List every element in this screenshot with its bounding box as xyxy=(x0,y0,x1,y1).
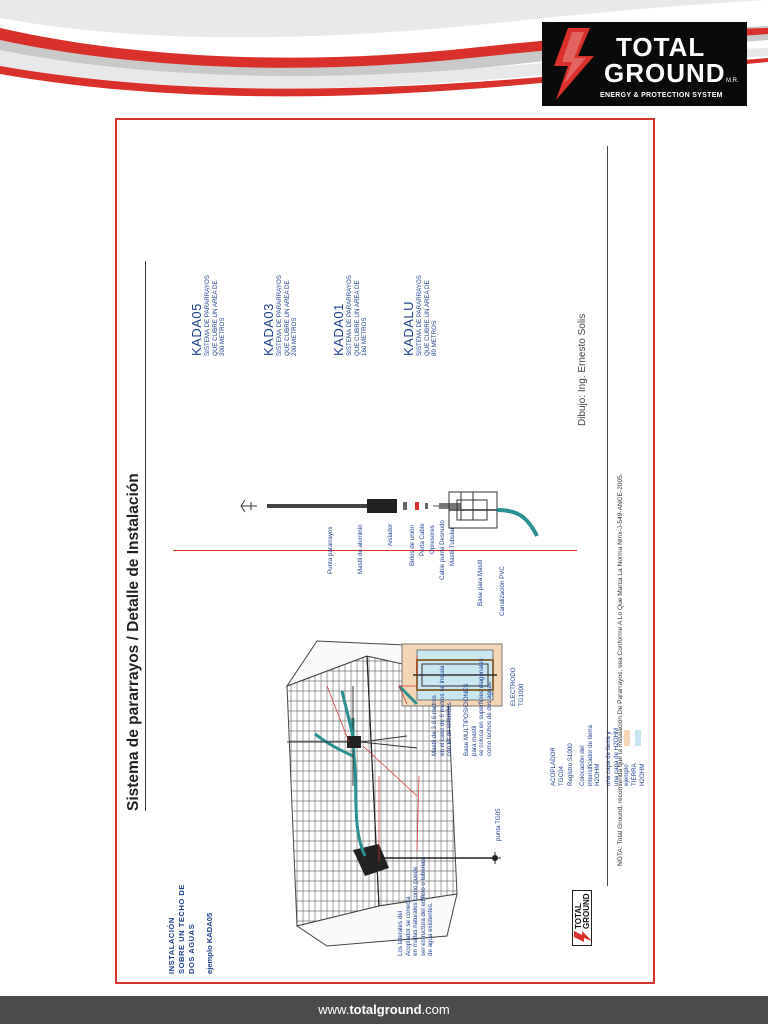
model-line: QUE CUBRE UN AREA DE xyxy=(423,280,431,356)
sheet-brand-stamp: TOTAL GROUND xyxy=(572,890,592,946)
model-line: 80 METROS xyxy=(431,320,439,356)
model-name: KADA05 xyxy=(189,303,204,356)
part-label-tubular: Mástil Tubular xyxy=(449,527,456,566)
colocacion-line: H2OHM xyxy=(594,763,602,786)
parts-diagram xyxy=(240,491,474,521)
brand-name-line2: GROUND xyxy=(604,58,726,88)
brand-bolt-icon xyxy=(554,28,594,100)
footer-bar: www.totalground.com xyxy=(0,996,768,1024)
header-swoosh-graphic xyxy=(0,0,768,97)
base-note-line: se coloca en superficies diagonales xyxy=(478,658,486,756)
base-note: Base MULTIPOSICIONES para mastil se colo… xyxy=(463,658,493,756)
legend-title: ejemplo xyxy=(623,764,630,786)
drawing-credit: Dibujo: Ing. Ernesto Solis xyxy=(577,313,588,426)
model-line: SISTEMA DE PARARRAYOS xyxy=(416,275,423,356)
footer-website[interactable]: www.totalground.com xyxy=(0,1002,768,1017)
roof-illustration xyxy=(285,640,503,947)
divider-horizontal xyxy=(157,255,158,256)
laterales-line: Los laterales del xyxy=(397,910,404,956)
punta-label: punta TG05 xyxy=(495,808,502,841)
model-line: SISTEMA DE PARARRAYOS xyxy=(276,275,283,356)
drawing-rotated-canvas: Sistema de pararrayos / Detalle de Insta… xyxy=(117,120,657,986)
acoplador-label: ACOPLADOR TGC04 xyxy=(550,747,565,786)
website-suffix: .com xyxy=(421,1002,450,1017)
part-label-pvc: Canalización PVC xyxy=(499,566,506,616)
laterales-line: en mallas naturales como puede xyxy=(412,866,420,956)
drawing-sheet: Sistema de pararrayos / Detalle de Insta… xyxy=(115,118,655,984)
mast-note-line: Mastil de 3 ó 6 metros xyxy=(431,695,438,756)
acoplador-line: ACOPLADOR xyxy=(550,747,557,786)
registro-label: Registro S1000 xyxy=(567,743,574,786)
note-underline xyxy=(607,146,608,886)
legend-swatch-h2ohm xyxy=(635,730,641,746)
electrodo-line: ELECTRODO xyxy=(510,667,517,706)
header-banner: TOTAL GROUND M.R. ENERGY & PROTECTION SY… xyxy=(0,0,768,110)
laterales-line: de agua existentes. xyxy=(427,902,435,956)
part-label-mastil: Mastil de aluminio xyxy=(357,524,364,574)
electrodo-label: ELECTRODO TG1000 xyxy=(510,667,525,706)
model-line: 300 METROS xyxy=(219,317,227,356)
part-label-opresores: Opresores xyxy=(429,525,436,554)
model-name: KADALU xyxy=(401,300,416,356)
legend-tierra: TIERRA xyxy=(631,763,638,786)
acoplador-line: TGC04 xyxy=(557,766,565,786)
model-line: QUE CUBRE UN AREA DE xyxy=(211,280,219,356)
model-block: KADA03 SISTEMA DE PARARRAYOS QUE CUBRE U… xyxy=(261,275,299,356)
website-domain: totalground xyxy=(349,1002,422,1017)
brand-mark: M.R. xyxy=(726,78,739,84)
legend-h2ohm: H2OHM xyxy=(639,763,646,786)
part-label-punta: Punta pararrayos xyxy=(327,526,334,574)
model-line: QUE CUBRE UN AREA DE xyxy=(353,280,361,356)
part-label-base: Base para Mastil xyxy=(477,559,484,606)
model-name: KADA01 xyxy=(331,303,346,356)
model-block: KADALU SISTEMA DE PARARRAYOS QUE CUBRE U… xyxy=(401,275,439,356)
laterales-note: Los laterales del Acoplador se conecta e… xyxy=(397,858,435,956)
mast-note: Mastil de 3 ó 6 metros en el caso de 6 m… xyxy=(431,666,454,756)
model-block: KADA01 SISTEMA DE PARARRAYOS QUE CUBRE U… xyxy=(331,275,369,356)
model-block: KADA05 SISTEMA DE PARARRAYOS QUE CUBRE U… xyxy=(189,275,227,356)
model-line: 200 METROS xyxy=(291,317,299,356)
standard-note: NOTA: Total Ground, recomienda que la in… xyxy=(617,473,624,866)
brand-tagline: ENERGY & PROTECTION SYSTEM xyxy=(600,92,723,99)
part-label-porta: Porta Cable xyxy=(419,523,426,556)
base-note-line: Base MULTIPOSICIONES xyxy=(463,683,470,756)
electrodo-line: TG1000 xyxy=(517,683,525,706)
legend-swatch-tierra xyxy=(624,730,630,746)
colocacion-line: intensificador de tierra xyxy=(586,725,594,786)
part-label-aislador: Aislador xyxy=(387,523,394,546)
part-label-birlos: Birlos de unión xyxy=(409,525,416,566)
base-note-line: como techos de dos aguas xyxy=(485,682,493,756)
mast-note-line: en el caso de 6 metros se instala xyxy=(438,665,446,756)
model-line: SISTEMA DE PARARRAYOS xyxy=(346,275,353,356)
stamp-bolt-icon xyxy=(574,931,592,942)
model-line: 160 METROS xyxy=(361,317,369,356)
brand-name-line1: TOTAL xyxy=(616,32,706,62)
base-note-line: para mastil xyxy=(470,725,478,756)
mast-note-line: con kit de retenidas xyxy=(446,702,454,756)
base-pvc-graphic xyxy=(448,491,539,537)
laterales-line: ser estructura del edificio o tuberias xyxy=(419,858,427,956)
part-label-cable: Cable punta Desnudo xyxy=(439,520,446,580)
colocacion-label: Colocación del intensificador de tierra … xyxy=(579,725,602,786)
website-prefix: www. xyxy=(318,1002,350,1017)
model-name: KADA03 xyxy=(261,303,276,356)
colocacion-line: Colocación del xyxy=(579,745,586,786)
laterales-line: Acoplador se conecta xyxy=(404,896,412,956)
model-line: SISTEMA DE PARARRAYOS xyxy=(204,275,211,356)
brand-logo: TOTAL GROUND M.R. ENERGY & PROTECTION SY… xyxy=(542,22,747,106)
model-line: QUE CUBRE UN AREA DE xyxy=(283,280,291,356)
stamp-line2: GROUND xyxy=(582,893,591,929)
